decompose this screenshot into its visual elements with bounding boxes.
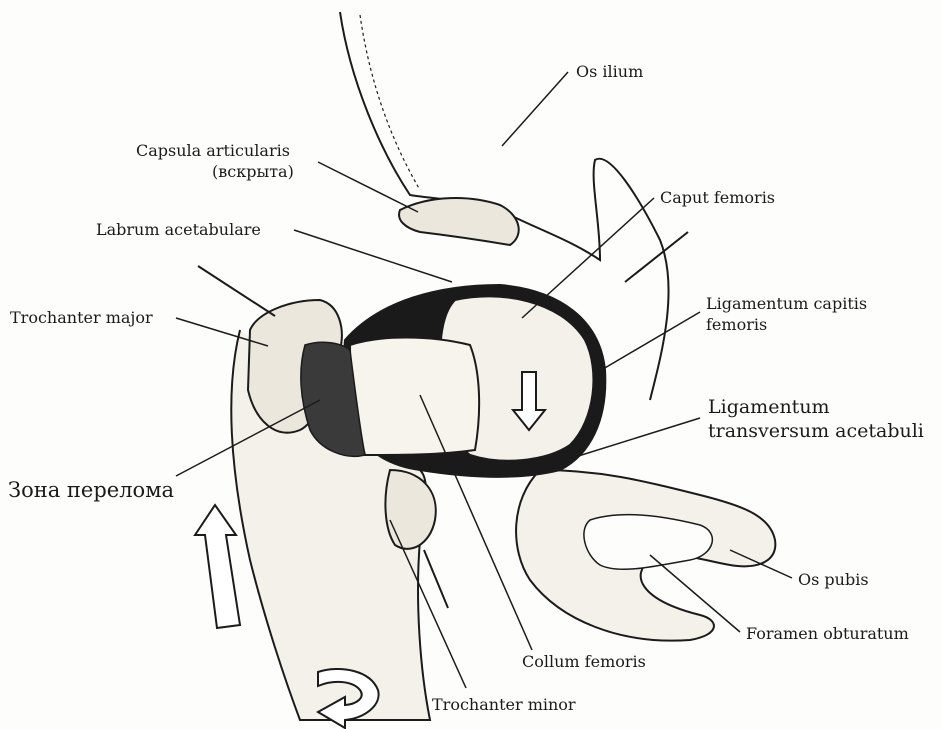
label-lig-capitis-line1: Ligamentum capitis (706, 294, 867, 314)
label-foramen-obturatum: Foramen obturatum (746, 624, 909, 644)
label-os-ilium: Os ilium (576, 62, 643, 82)
label-trochanter-major: Trochanter major (10, 308, 153, 328)
foramen-obturatum-shape (584, 515, 712, 570)
label-os-pubis: Os pubis (798, 570, 869, 590)
label-labrum: Labrum acetabulare (96, 220, 261, 240)
pin-lower (424, 550, 448, 608)
label-lig-capitis-line2: femoris (706, 315, 767, 335)
label-trochanter-minor: Trochanter minor (432, 695, 576, 715)
label-capsula-line2: (вскрыта) (212, 162, 294, 182)
label-lig-transversum-line1: Ligamentum (708, 396, 830, 418)
label-caput-femoris: Caput femoris (660, 188, 775, 208)
collum-femoris-shape (350, 338, 479, 456)
label-capsula-line1: Capsula articularis (136, 141, 290, 161)
pin-right (625, 232, 688, 282)
pin-left (198, 266, 275, 316)
leader-capsula (318, 162, 418, 212)
capsula-articularis-shape (399, 198, 519, 245)
label-lig-transversum-line2: transversum acetabuli (708, 420, 924, 442)
leader-labrum (294, 230, 452, 282)
leader-caput (522, 198, 654, 318)
trochanter-minor-shape (385, 470, 435, 549)
leader-os-ilium (502, 72, 568, 146)
up-arrow (195, 505, 240, 628)
label-fracture-zone: Зона перелома (8, 478, 174, 502)
os-ilium-inner-edge (360, 15, 420, 190)
label-collum-femoris: Collum femoris (522, 652, 646, 672)
leader-lig-capitis (598, 312, 700, 372)
